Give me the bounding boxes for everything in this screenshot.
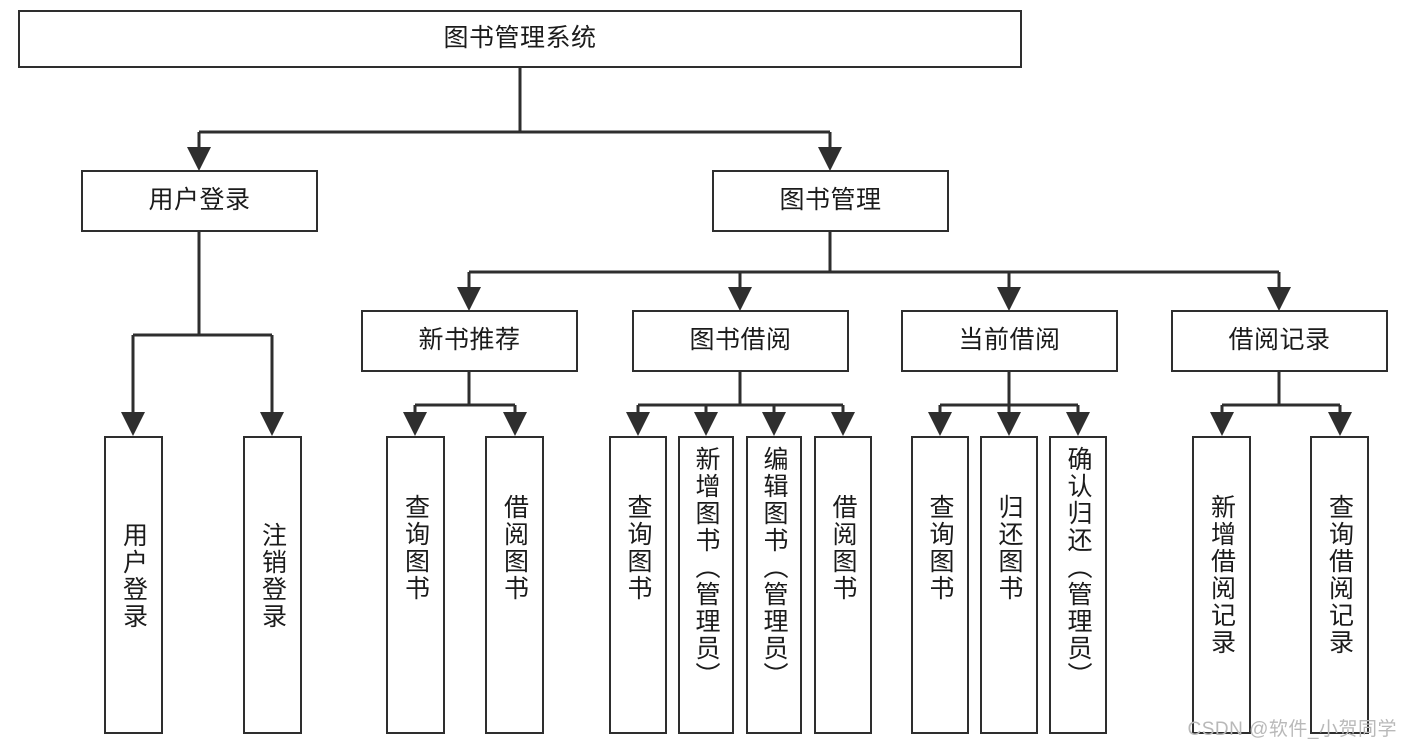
node-label: 归还图书 xyxy=(995,494,1023,602)
node-leaf-query-book-current[interactable]: 查询图书 xyxy=(911,436,969,734)
node-label: 确认归还（管理员） xyxy=(1064,446,1092,689)
node-book-borrow[interactable]: 图书借阅 xyxy=(632,310,849,372)
node-label: 图书借阅 xyxy=(689,326,792,355)
node-label: 查询借阅记录 xyxy=(1325,494,1354,656)
node-new-book-recommend[interactable]: 新书推荐 xyxy=(361,310,578,372)
node-label: 查询图书 xyxy=(401,494,430,602)
node-leaf-query-book-borrow[interactable]: 查询图书 xyxy=(609,436,667,734)
node-label: 用户登录 xyxy=(148,186,251,215)
node-leaf-add-book-admin[interactable]: 新增图书（管理员） xyxy=(678,436,734,734)
node-current-borrow[interactable]: 当前借阅 xyxy=(901,310,1118,372)
node-leaf-user-login[interactable]: 用户登录 xyxy=(104,436,163,734)
node-label: 注销登录 xyxy=(258,522,287,630)
node-borrow-records[interactable]: 借阅记录 xyxy=(1171,310,1388,372)
node-leaf-borrow-book-newbook[interactable]: 借阅图书 xyxy=(485,436,544,734)
node-label: 查询图书 xyxy=(926,494,954,602)
node-book-management[interactable]: 图书管理 xyxy=(712,170,949,232)
node-user-login[interactable]: 用户登录 xyxy=(81,170,318,232)
node-leaf-edit-book-admin[interactable]: 编辑图书（管理员） xyxy=(746,436,802,734)
node-leaf-add-borrow-record[interactable]: 新增借阅记录 xyxy=(1192,436,1251,734)
node-label: 新增图书（管理员） xyxy=(692,446,720,689)
node-label: 新增借阅记录 xyxy=(1207,494,1236,656)
node-leaf-logout[interactable]: 注销登录 xyxy=(243,436,302,734)
node-leaf-borrow-book[interactable]: 借阅图书 xyxy=(814,436,872,734)
node-leaf-return-book[interactable]: 归还图书 xyxy=(980,436,1038,734)
node-label: 当前借阅 xyxy=(958,326,1061,355)
node-leaf-query-book-newbook[interactable]: 查询图书 xyxy=(386,436,445,734)
node-label: 新书推荐 xyxy=(418,326,521,355)
node-label: 借阅记录 xyxy=(1228,326,1331,355)
node-label: 用户登录 xyxy=(119,522,148,630)
node-leaf-query-borrow-record[interactable]: 查询借阅记录 xyxy=(1310,436,1369,734)
node-label: 编辑图书（管理员） xyxy=(760,446,788,689)
node-label: 借阅图书 xyxy=(829,494,857,602)
watermark-text: CSDN @软件_小贺同学 xyxy=(1187,719,1397,740)
node-label: 查询图书 xyxy=(624,494,652,602)
node-label: 借阅图书 xyxy=(500,494,529,602)
node-label: 图书管理 xyxy=(779,186,882,215)
node-leaf-confirm-return-admin[interactable]: 确认归还（管理员） xyxy=(1049,436,1107,734)
node-root-system[interactable]: 图书管理系统 xyxy=(18,10,1022,68)
node-label: 图书管理系统 xyxy=(443,24,597,53)
